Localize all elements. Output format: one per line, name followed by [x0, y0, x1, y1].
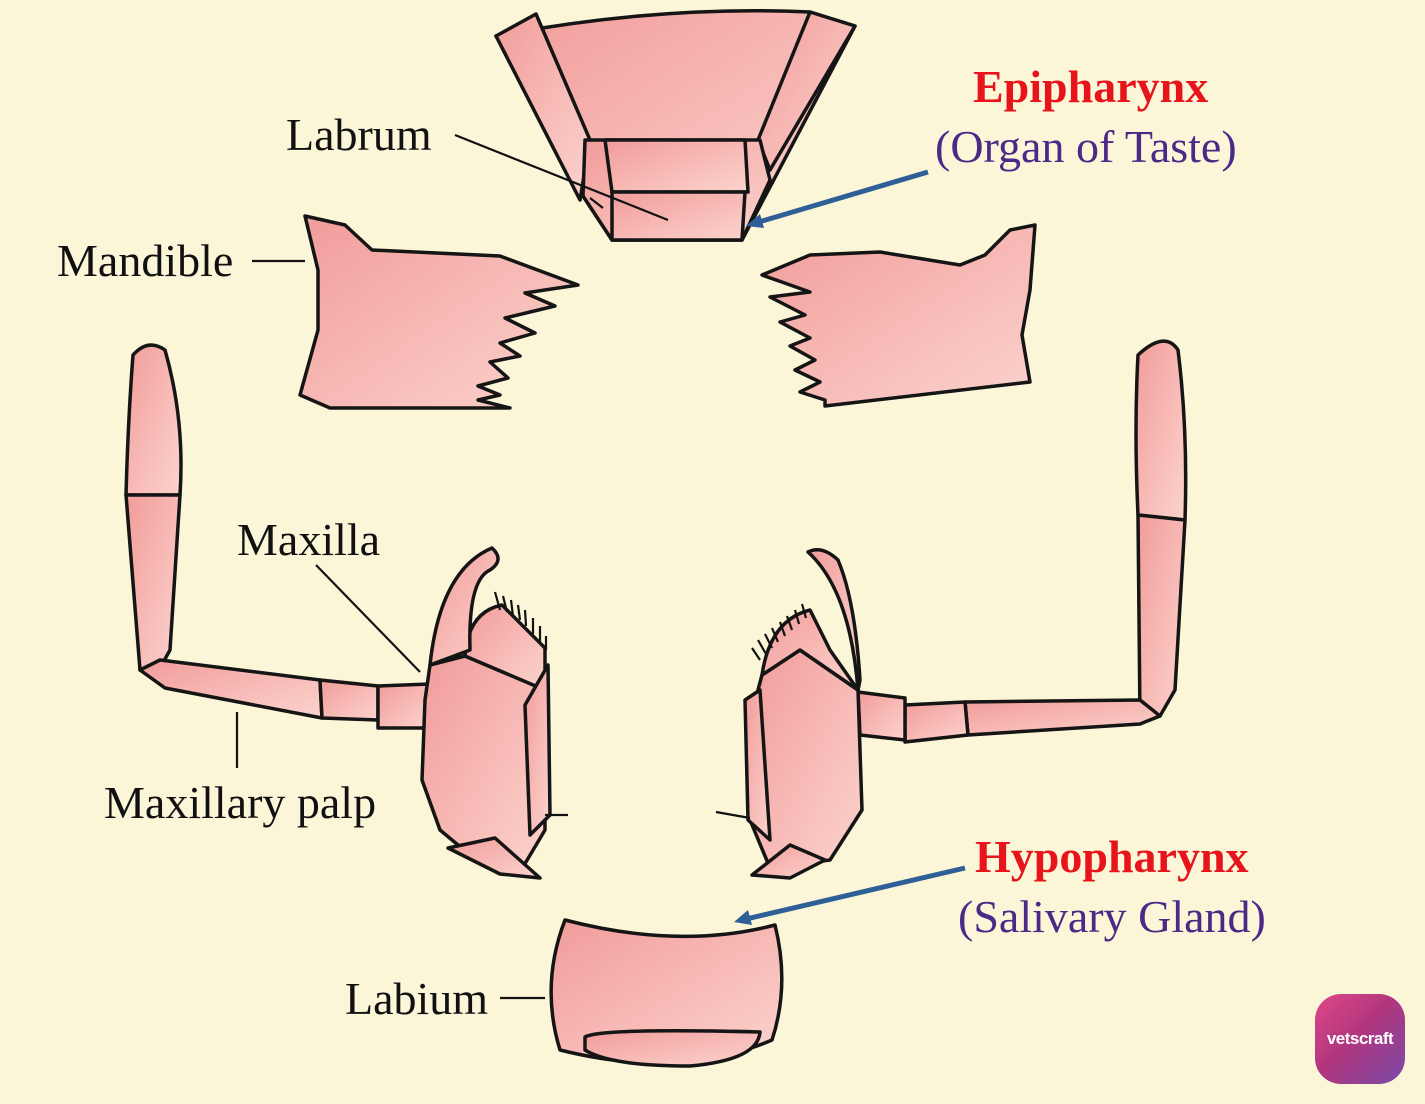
epipharynx-title: Epipharynx — [973, 61, 1208, 112]
maxillary-palp-label: Maxillary palp — [104, 777, 376, 828]
maxilla-leader-line — [315, 564, 421, 673]
maxilla-left — [124, 343, 568, 880]
hypopharynx-note: (Salivary Gland) — [958, 891, 1266, 942]
hypopharynx-title: Hypopharynx — [975, 831, 1249, 882]
maxilla-right — [715, 339, 1188, 880]
maxilla-label: Maxilla — [237, 514, 380, 565]
labium-part — [549, 918, 784, 1068]
logo-text: vetscraft — [1326, 1029, 1394, 1048]
vetscraft-logo: vetscraft — [1315, 994, 1405, 1084]
labrum-leader-line — [454, 133, 669, 222]
labrum-part — [494, 8, 857, 242]
epipharynx-arrow — [746, 169, 929, 228]
hypopharynx-arrow — [734, 865, 966, 925]
mandible-left — [298, 214, 580, 410]
mandible-right — [760, 223, 1037, 408]
labium-label: Labium — [345, 973, 488, 1024]
labrum-label: Labrum — [286, 109, 432, 160]
epipharynx-note: (Organ of Taste) — [935, 121, 1237, 172]
mandible-label: Mandible — [57, 235, 233, 286]
